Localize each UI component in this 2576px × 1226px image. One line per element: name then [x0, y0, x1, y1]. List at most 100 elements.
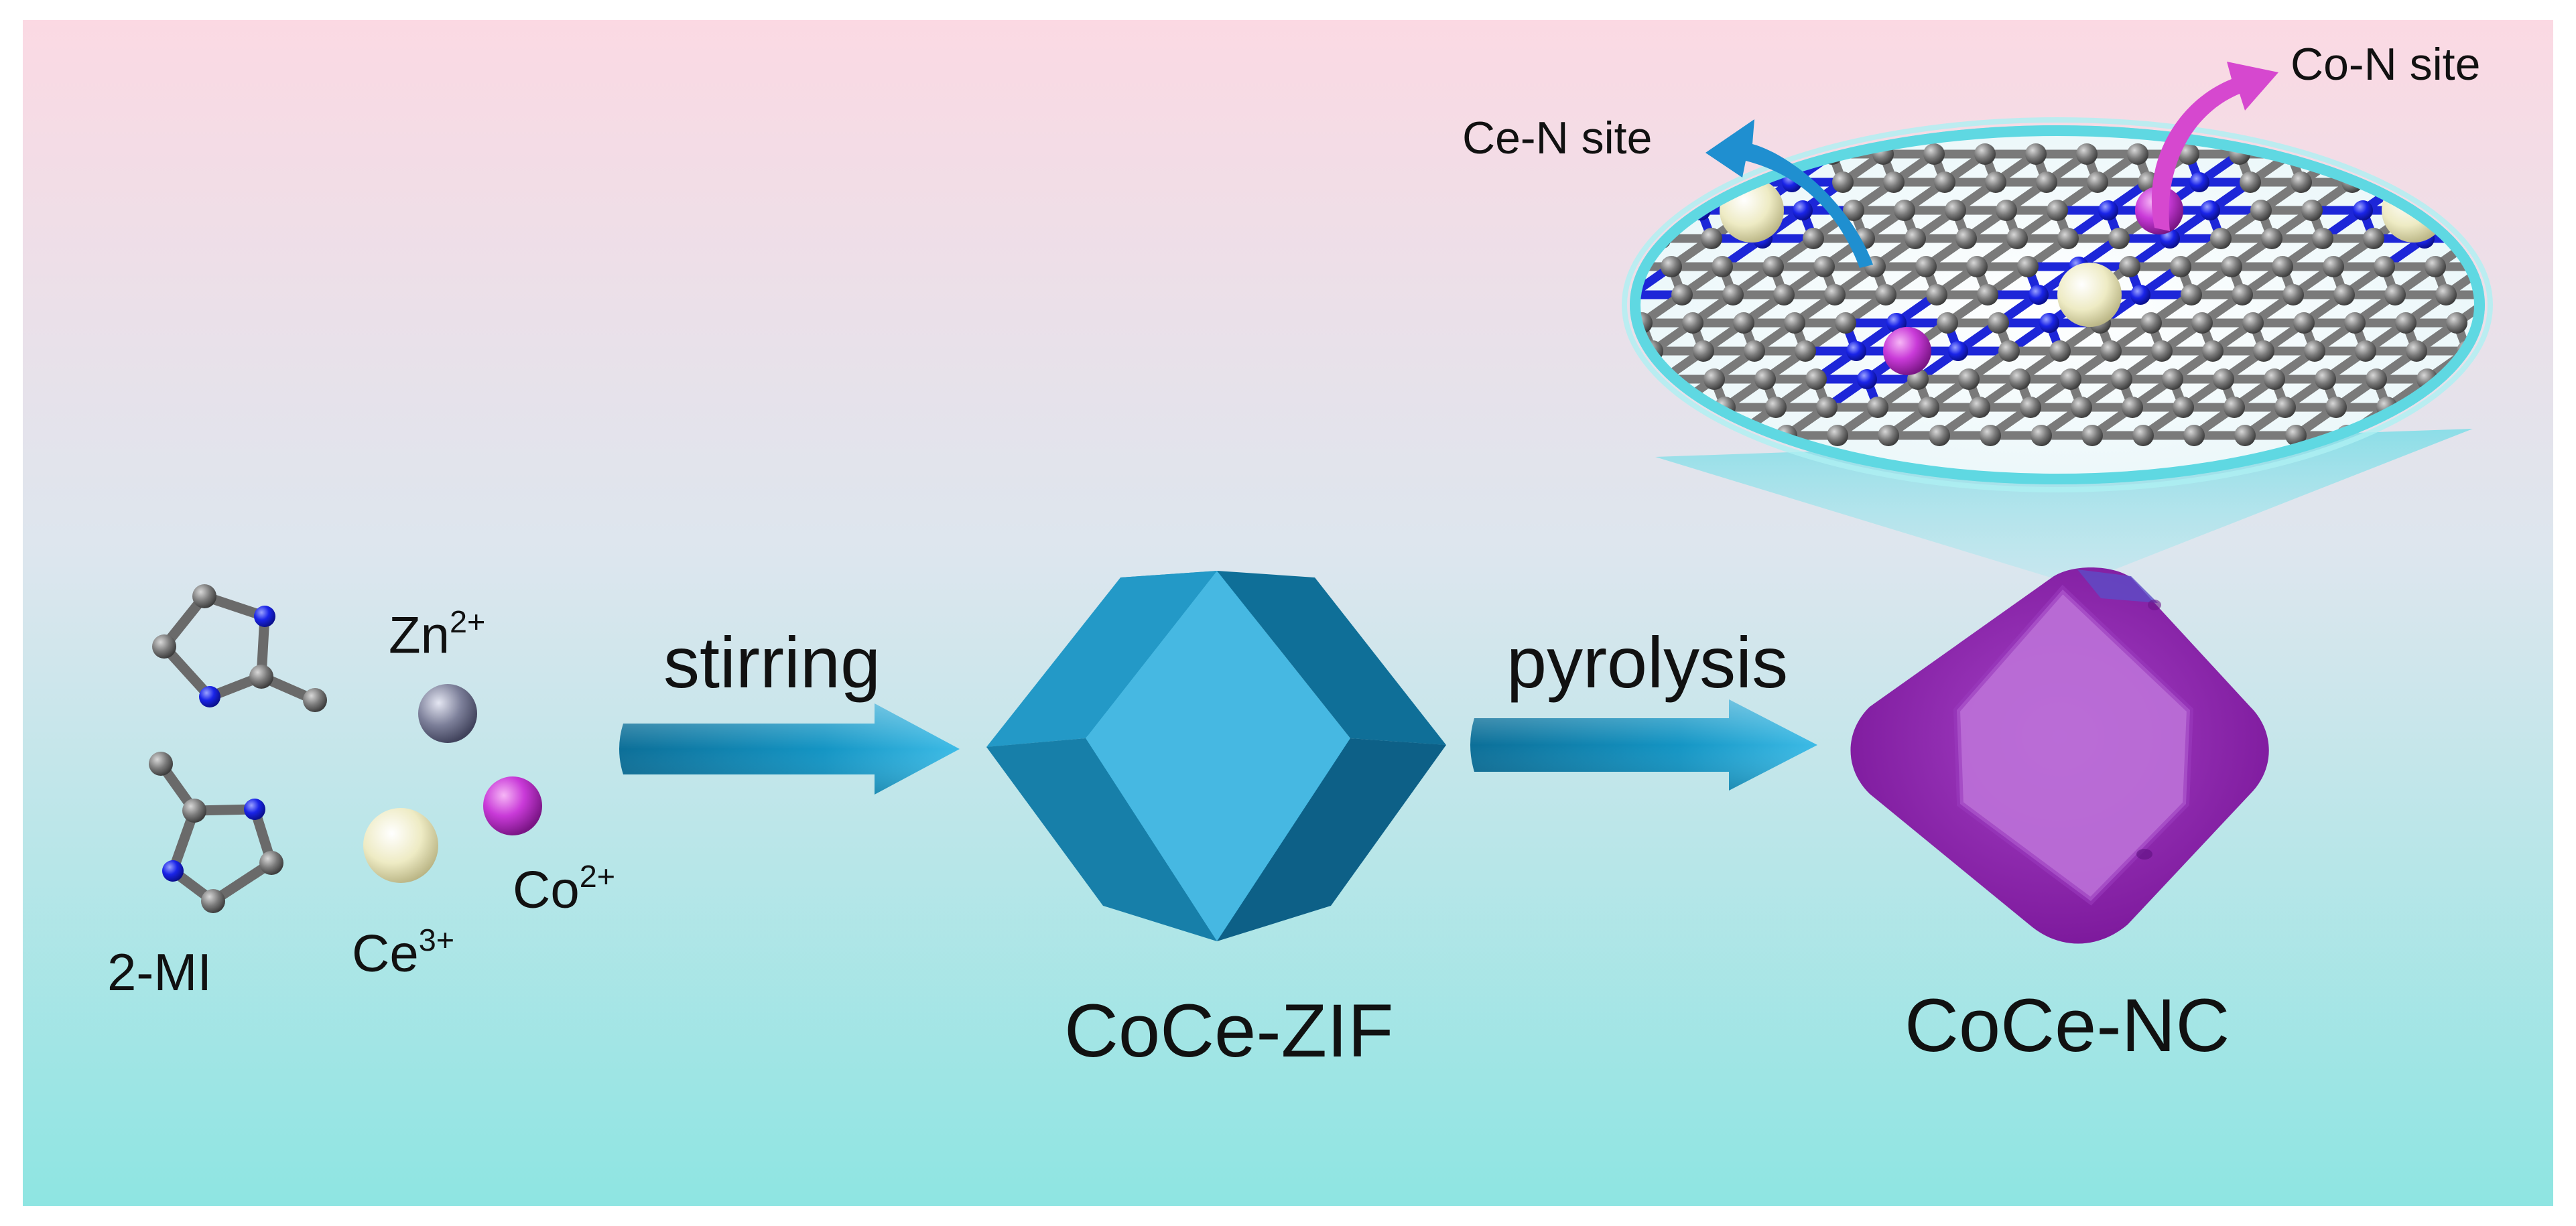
stirring-label: stirring — [663, 622, 881, 703]
carbon-atom — [1894, 200, 1915, 221]
carbon-atom — [1918, 397, 1939, 418]
carbon-atom — [2406, 340, 2427, 362]
zn-ion-sphere — [418, 684, 477, 743]
imidazole-molecule-bottom — [149, 752, 283, 913]
carbon-atom — [2151, 340, 2173, 362]
ce-n-site-label: Ce-N site — [1462, 113, 1653, 163]
carbon-atom — [1733, 312, 1754, 334]
carbon-atom — [1722, 284, 1744, 305]
carbon-atom — [1985, 172, 2006, 193]
zif-crystal — [986, 571, 1446, 941]
carbon-atom — [1816, 397, 1838, 418]
imidazole-molecule-top — [152, 584, 327, 712]
carbon-atom — [2132, 425, 2154, 446]
carbon-atom — [2076, 143, 2098, 165]
nc-product-label: CoCe-NC — [1905, 983, 2230, 1067]
carbon-atom — [1923, 143, 1945, 165]
2-mi-molecules — [149, 584, 327, 913]
carbon-atom — [2323, 256, 2344, 277]
carbon-atom — [1969, 397, 1990, 418]
carbon-atom — [1998, 340, 2020, 362]
carbon-atom — [1926, 284, 1947, 305]
carbon-atom — [2108, 228, 2130, 249]
ligand-label: 2-MI — [107, 943, 212, 1002]
carbon-atom — [2100, 340, 2122, 362]
carbon-atom — [2071, 397, 2092, 418]
carbon-atom — [1803, 228, 1824, 249]
nitrogen-atom — [2039, 313, 2059, 333]
carbon-atom — [1988, 312, 2009, 334]
ce-ion-label: Ce3+ — [352, 923, 455, 983]
carbon-atom — [2325, 397, 2347, 418]
pyrolysis-label: pyrolysis — [1506, 622, 1789, 703]
carbon-atom — [2264, 368, 2285, 390]
carbon-atom — [1832, 172, 1854, 193]
nitrogen-atom — [162, 860, 184, 882]
carbon-atom — [1958, 368, 1980, 390]
carbon-atom — [2119, 256, 2140, 277]
carbon-atom — [1754, 368, 1776, 390]
carbon-atom — [149, 752, 173, 776]
carbon-atom — [1977, 284, 1998, 305]
carbon-atom — [2191, 312, 2213, 334]
carbon-atom — [1875, 284, 1896, 305]
carbon-atom — [1805, 368, 1827, 390]
carbon-atom — [1813, 256, 1835, 277]
carbon-atom — [1682, 312, 1703, 334]
carbon-atom — [1712, 256, 1733, 277]
nitrogen-atom — [199, 686, 220, 707]
carbon-atom — [1765, 397, 1787, 418]
carbon-atom — [1937, 312, 1958, 334]
carbon-atom — [2202, 340, 2224, 362]
carbon-atom — [1701, 228, 1722, 249]
carbon-atom — [2221, 256, 2242, 277]
nitrogen-atom — [1948, 341, 1968, 361]
carbon-atom — [182, 799, 206, 823]
carbon-atom — [1934, 172, 1955, 193]
carbon-atom — [2060, 368, 2081, 390]
carbon-atom — [2047, 200, 2068, 221]
nitrogen-atom — [1793, 200, 1813, 220]
carbon-atom — [2250, 200, 2272, 221]
zn-ion-label: Zn2+ — [389, 604, 486, 665]
carbon-atom — [2025, 143, 2047, 165]
nitrogen-atom — [2098, 200, 2118, 220]
carbon-atom — [2020, 397, 2041, 418]
carbon-atom — [303, 688, 327, 712]
carbon-atom — [2173, 397, 2194, 418]
carbon-atom — [1945, 200, 1966, 221]
carbon-atom — [2272, 256, 2293, 277]
carbon-atom — [1795, 340, 1816, 362]
carbon-atom — [2036, 172, 2057, 193]
carbon-atom — [1955, 228, 1977, 249]
carbon-atom — [1824, 284, 1846, 305]
carbon-atom — [1703, 368, 1725, 390]
carbon-atom — [1661, 256, 1682, 277]
carbon-atom — [2274, 397, 2296, 418]
carbon-atom — [2183, 425, 2205, 446]
carbon-atom — [2333, 284, 2355, 305]
carbon-atom — [2253, 340, 2274, 362]
carbon-atom — [1843, 200, 1864, 221]
carbon-atom — [2301, 200, 2323, 221]
carbon-atom — [1744, 340, 1765, 362]
stirring-arrow — [619, 703, 960, 795]
carbon-atom — [2031, 425, 2052, 446]
carbon-atom — [2210, 228, 2232, 249]
carbon-atom — [2122, 397, 2143, 418]
carbon-atom — [2162, 368, 2183, 390]
carbon-atom — [2315, 368, 2336, 390]
nitrogen-atom — [2130, 285, 2150, 305]
carbon-atom — [192, 584, 216, 608]
nitrogen-atom — [254, 606, 275, 627]
carbon-atom — [2261, 228, 2282, 249]
carbon-atom — [1974, 143, 1996, 165]
co-n-site-label: Co-N site — [2291, 39, 2481, 90]
carbon-atom — [1773, 284, 1795, 305]
carbon-atom — [1905, 228, 1926, 249]
carbon-atom — [2057, 228, 2079, 249]
zif-product-label: CoCe-ZIF — [1064, 989, 1394, 1073]
cobalt-atom — [1883, 327, 1931, 375]
